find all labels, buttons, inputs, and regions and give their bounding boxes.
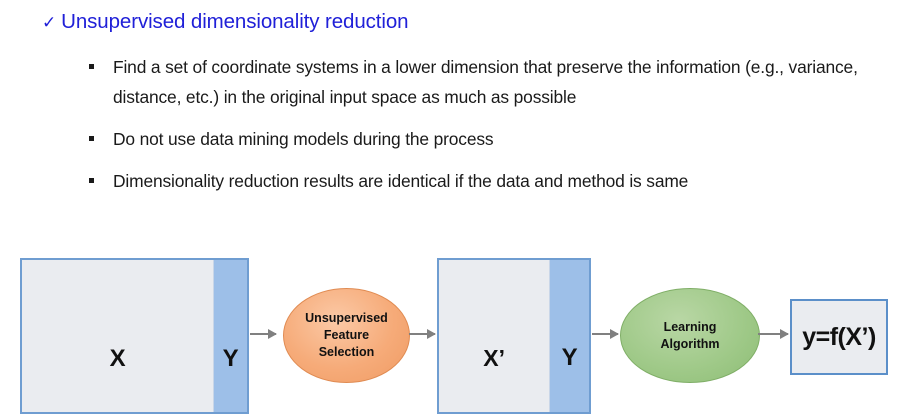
square-bullet-icon [89,178,94,183]
unsupervised-feature-selection-node: Unsupervised Feature Selection [283,288,410,383]
list-item: Do not use data mining models during the… [88,124,898,154]
bullet-list: Find a set of coordinate systems in a lo… [88,52,898,196]
input-matrix-features-region: X [22,260,215,412]
reduced-matrix-features-label: X’ [483,344,505,371]
learning-algorithm-line2: Algorithm [660,336,720,351]
page-title: ✓ Unsupervised dimensionality reduction [42,10,409,34]
reduced-matrix-target-label: Y [561,344,578,371]
arrow-input-to-selection-icon [250,329,277,339]
learning-algorithm-node: Learning Algorithm [620,288,760,383]
input-matrix-features-label: X [109,345,126,372]
list-item-text: Find a set of coordinate systems in a lo… [113,57,858,107]
list-item: Find a set of coordinate systems in a lo… [88,52,898,112]
list-item-text: Do not use data mining models during the… [113,129,494,149]
arrow-selection-to-reduced-icon [409,329,436,339]
reduced-matrix-features-region: X’ [439,260,551,412]
page-title-text: Unsupervised dimensionality reduction [61,10,409,33]
unsupervised-feature-selection-line2: Feature [323,328,370,342]
arrow-learning-to-output-icon [758,329,789,339]
unsupervised-feature-selection-line3: Selection [318,345,375,359]
reduced-matrix-target-region: Y [550,260,589,412]
arrow-reduced-to-learning-icon [592,329,619,339]
list-item: Dimensionality reduction results are ide… [88,166,898,196]
output-box: y=f(X’) [790,299,888,375]
checkmark-icon: ✓ [42,13,57,32]
output-box-label: y=f(X’) [802,322,876,351]
reduced-matrix-box: X’ Y [437,258,591,414]
unsupervised-feature-selection-line1: Unsupervised [305,311,388,325]
input-matrix-target-label: Y [222,345,239,372]
input-matrix-box: X Y [20,258,249,414]
learning-algorithm-line1: Learning [663,319,717,334]
input-matrix-target-region: Y [214,260,247,412]
square-bullet-icon [89,64,94,69]
list-item-text: Dimensionality reduction results are ide… [113,171,689,191]
square-bullet-icon [89,136,94,141]
